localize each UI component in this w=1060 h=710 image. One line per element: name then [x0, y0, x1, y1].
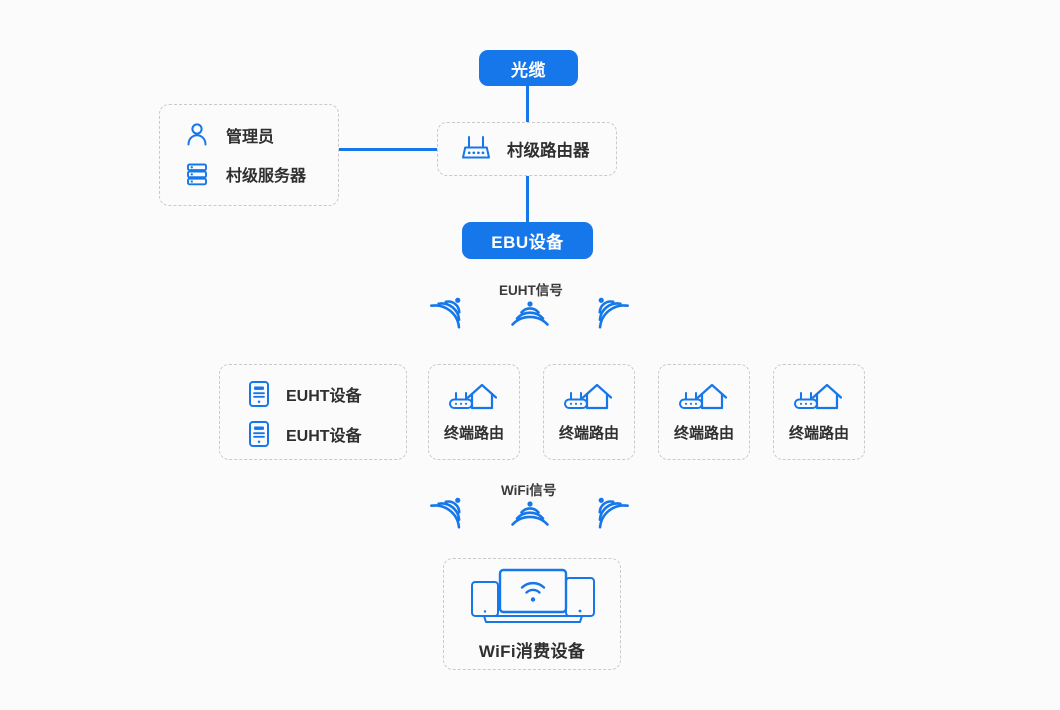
list-item-euht-device-label: EUHT设备 — [286, 428, 362, 445]
euht-group-box: EUHT设备 EUHT设备 — [219, 364, 407, 460]
list-item-euht-device[interactable]: EUHT设备 — [246, 419, 362, 449]
server-icon — [184, 160, 212, 188]
list-item-village-server[interactable]: 村级服务器 — [184, 160, 306, 188]
euht-signal-label: EUHT信号 — [499, 283, 563, 298]
connector-village-router-to-ebu — [526, 176, 529, 222]
home-router-icon — [446, 382, 502, 416]
router-icon — [459, 134, 493, 164]
home-router-icon — [561, 382, 617, 416]
admin-group-box: 管理员 村级服务器 — [159, 104, 339, 206]
list-item-admin[interactable]: 管理员 — [184, 121, 274, 149]
node-optical-cable-label: 光缆 — [511, 60, 546, 80]
user-icon — [184, 121, 212, 149]
connector-admin-to-village-router — [339, 148, 437, 151]
list-item-euht-device-label: EUHT设备 — [286, 388, 362, 405]
list-item-euht-device[interactable]: EUHT设备 — [246, 379, 362, 409]
list-item-admin-label: 管理员 — [226, 129, 275, 146]
signal-wave-icon — [508, 295, 552, 335]
signal-wave-icon — [578, 480, 637, 539]
terminal-router-label: 终端路由 — [558, 424, 619, 442]
terminal-router-label: 终端路由 — [788, 424, 849, 442]
terminal-router-label: 终端路由 — [673, 424, 734, 442]
terminal-router-box[interactable]: 终端路由 — [428, 364, 520, 460]
signal-wave-icon — [421, 280, 480, 339]
terminal-router-label: 终端路由 — [443, 424, 504, 442]
signal-wave-icon — [508, 495, 552, 535]
village-router-box[interactable]: 村级路由器 — [437, 122, 617, 176]
terminal-router-box[interactable]: 终端路由 — [658, 364, 750, 460]
wifi-consumer-devices-box[interactable]: WiFi消费设备 — [443, 558, 621, 670]
connector-cable-to-village-router — [526, 86, 529, 122]
terminal-router-box[interactable]: 终端路由 — [543, 364, 635, 460]
home-router-icon — [676, 382, 732, 416]
euht-device-icon — [246, 379, 272, 409]
node-ebu-device-label: EBU设备 — [491, 233, 564, 252]
village-router-row: 村级路由器 — [459, 134, 590, 164]
village-router-label: 村级路由器 — [507, 142, 590, 160]
terminal-router-box[interactable]: 终端路由 — [773, 364, 865, 460]
wifi-consumer-devices-label: WiFi消费设备 — [478, 642, 586, 661]
signal-wave-icon — [421, 480, 480, 539]
euht-device-icon — [246, 419, 272, 449]
list-item-village-server-label: 村级服务器 — [226, 168, 307, 185]
home-router-icon — [791, 382, 847, 416]
node-ebu-device[interactable]: EBU设备 — [462, 222, 593, 259]
wifi-signal-label: WiFi信号 — [501, 483, 557, 498]
node-optical-cable[interactable]: 光缆 — [479, 50, 578, 86]
devices-icon — [462, 566, 602, 628]
signal-wave-icon — [578, 280, 637, 339]
